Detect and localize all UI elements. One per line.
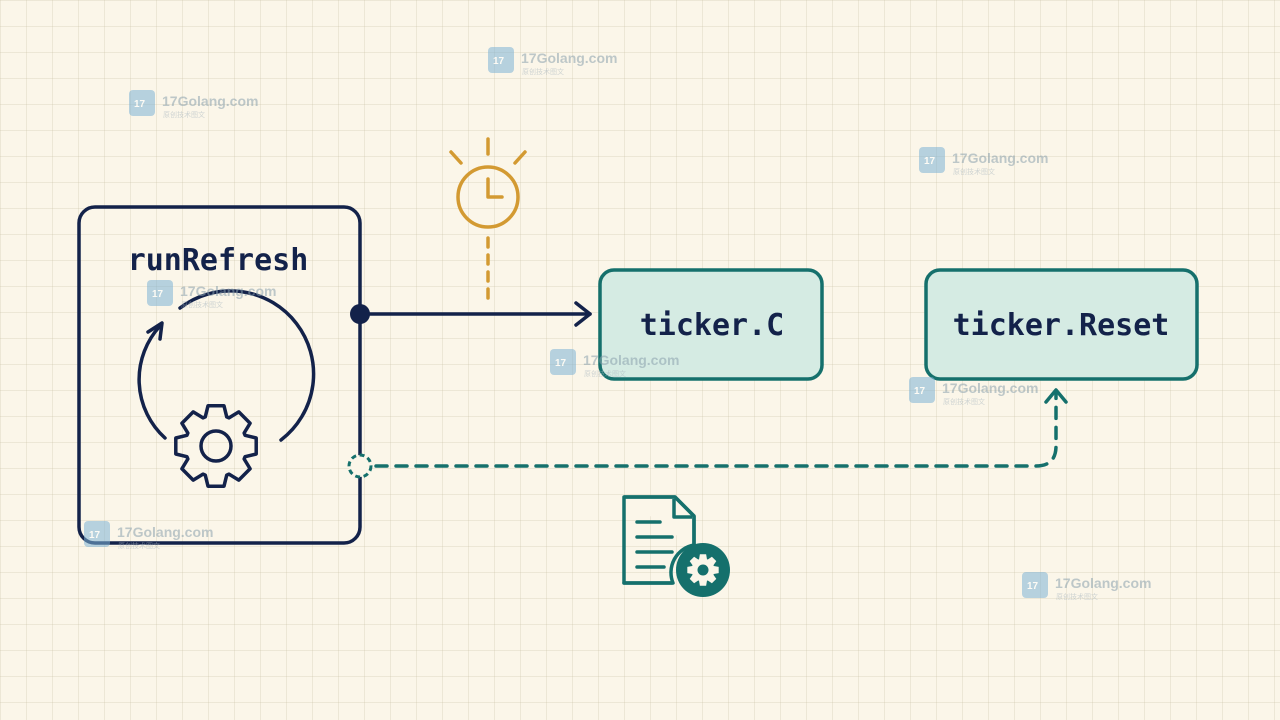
svg-text:原创技术图文: 原创技术图文 xyxy=(118,541,160,550)
run-refresh-label: runRefresh xyxy=(128,243,309,278)
gear-icon xyxy=(174,404,258,488)
solid-arrow xyxy=(368,301,592,327)
svg-text:17: 17 xyxy=(555,358,567,369)
watermark: 17 17Golang.com 原创技术图文 xyxy=(84,521,213,550)
svg-text:17: 17 xyxy=(924,156,936,167)
output-port-dashed xyxy=(347,453,373,479)
svg-text:17Golang.com: 17Golang.com xyxy=(521,50,617,66)
svg-text:原创技术图文: 原创技术图文 xyxy=(953,167,995,176)
watermark: 17 17Golang.com 原创技术图文 xyxy=(909,377,1038,406)
watermarks: 17 17Golang.com 原创技术图文 17 17Golang.com 原… xyxy=(84,47,1151,601)
svg-text:17: 17 xyxy=(89,530,101,541)
watermark: 17 17Golang.com 原创技术图文 xyxy=(919,147,1048,176)
watermark: 17 17Golang.com 原创技术图文 xyxy=(129,90,258,119)
svg-text:17Golang.com: 17Golang.com xyxy=(583,352,679,368)
ticker-reset-label: ticker.Reset xyxy=(953,308,1170,343)
svg-text:原创技术图文: 原创技术图文 xyxy=(163,110,205,119)
svg-text:原创技术图文: 原创技术图文 xyxy=(943,397,985,406)
svg-text:原创技术图文: 原创技术图文 xyxy=(522,67,564,76)
run-refresh-node: runRefresh xyxy=(77,205,373,545)
svg-text:17: 17 xyxy=(914,386,926,397)
watermark: 17 17Golang.com 原创技术图文 xyxy=(550,349,679,378)
ticker-c-label: ticker.C xyxy=(640,308,785,343)
ticker-c-node: ticker.C xyxy=(598,268,824,381)
svg-text:17: 17 xyxy=(1027,581,1039,592)
svg-text:17: 17 xyxy=(152,289,164,300)
svg-text:17Golang.com: 17Golang.com xyxy=(162,93,258,109)
svg-text:17: 17 xyxy=(493,56,505,67)
svg-text:17Golang.com: 17Golang.com xyxy=(180,283,276,299)
svg-text:原创技术图文: 原创技术图文 xyxy=(584,369,626,378)
watermark: 17 17Golang.com 原创技术图文 xyxy=(1022,572,1151,601)
alarm-clock-icon xyxy=(449,137,527,229)
svg-text:17Golang.com: 17Golang.com xyxy=(1055,575,1151,591)
svg-text:原创技术图文: 原创技术图文 xyxy=(181,300,223,309)
document-gear-icon xyxy=(622,495,730,597)
svg-text:17Golang.com: 17Golang.com xyxy=(952,150,1048,166)
ticker-reset-node: ticker.Reset xyxy=(924,268,1199,381)
watermark: 17 17Golang.com 原创技术图文 xyxy=(488,47,617,76)
svg-text:17: 17 xyxy=(134,99,146,110)
svg-text:17Golang.com: 17Golang.com xyxy=(117,524,213,540)
svg-text:17Golang.com: 17Golang.com xyxy=(942,380,1038,396)
svg-text:原创技术图文: 原创技术图文 xyxy=(1056,592,1098,601)
refresh-cycle-icon xyxy=(137,289,316,442)
dashed-arrow xyxy=(374,388,1068,468)
watermark: 17 17Golang.com 原创技术图文 xyxy=(147,280,276,309)
output-port-solid xyxy=(350,304,370,324)
